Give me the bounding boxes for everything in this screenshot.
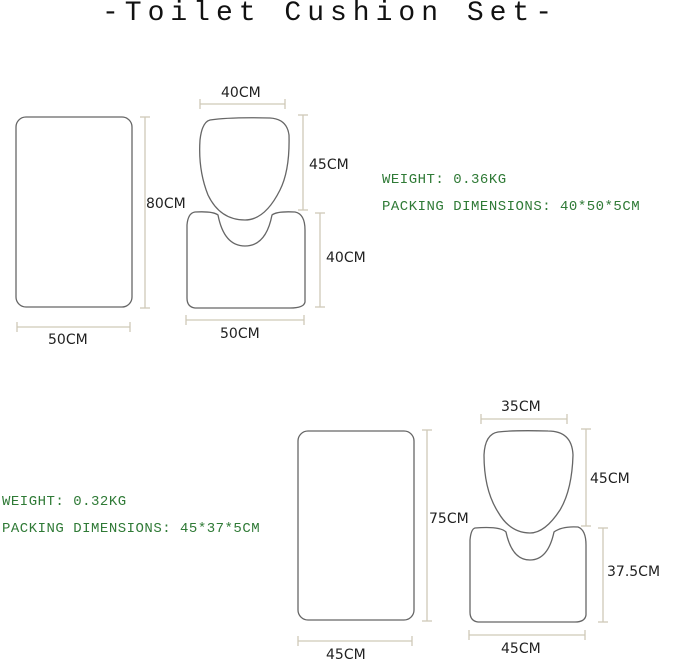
set-large-dimension-lines <box>16 99 325 332</box>
bath-mat-width-label-small: 45CM <box>326 647 366 663</box>
contour-mat-width-label-small: 45CM <box>501 641 541 657</box>
bath-mat-small <box>297 430 415 621</box>
contour-mat-height-label-small: 37.5CM <box>607 564 661 580</box>
lid-cover-large <box>199 117 290 221</box>
bath-mat-width-label: 50CM <box>48 332 88 348</box>
lid-cover-width-label-small: 35CM <box>501 399 541 415</box>
contour-mat-width-label: 50CM <box>220 326 260 342</box>
packing-dimensions-large: PACKING DIMENSIONS: 40*50*5CM <box>382 199 641 215</box>
weight-large: WEIGHT: 0.36KG <box>382 172 507 188</box>
set-small-shapes <box>297 430 587 623</box>
lid-cover-small <box>483 430 574 534</box>
page-title: -Toilet Cushion Set- <box>101 0 559 29</box>
contour-mat-height-label: 40CM <box>326 250 366 266</box>
bath-mat-height-label: 80CM <box>146 196 186 212</box>
lid-cover-height-label: 45CM <box>309 157 349 173</box>
lid-cover-height-label-small: 45CM <box>590 471 630 487</box>
bath-mat-large <box>15 116 133 308</box>
weight-small: WEIGHT: 0.32KG <box>2 494 127 510</box>
contour-mat-small <box>469 526 587 623</box>
set-large-shapes <box>15 116 306 309</box>
bath-mat-height-label-small: 75CM <box>429 511 469 527</box>
set-small-dimension-lines <box>297 414 608 646</box>
packing-dimensions-small: PACKING DIMENSIONS: 45*37*5CM <box>2 521 261 537</box>
lid-cover-width-label: 40CM <box>221 85 261 101</box>
contour-mat-large <box>186 211 306 309</box>
